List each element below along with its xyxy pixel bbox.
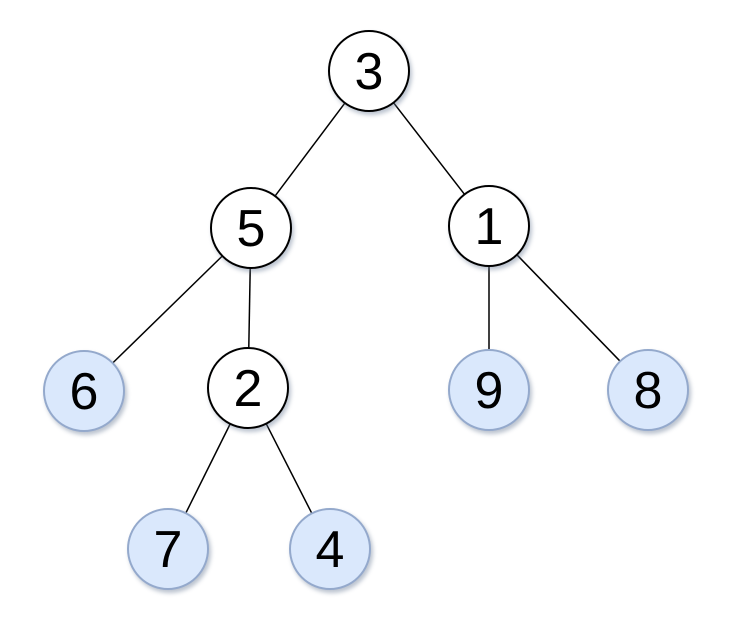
leaf-node-circle[interactable]: [289, 508, 371, 590]
leaf-node-circle[interactable]: [127, 508, 209, 590]
tree-edge-3-1: [393, 102, 465, 195]
node-label: 1: [475, 198, 504, 256]
nodes-layer: 3 5 1 6 2 9 8 7 4: [43, 30, 689, 590]
leaf-node-circle[interactable]: [448, 349, 530, 431]
tree-edge-2-7: [185, 424, 231, 513]
internal-node-circle[interactable]: [210, 187, 292, 269]
tree-edge-5-6: [112, 255, 223, 364]
internal-node-circle[interactable]: [328, 30, 410, 112]
tree-node-4[interactable]: 4: [289, 508, 371, 590]
node-label: 7: [154, 521, 183, 579]
tree-node-1[interactable]: 1: [448, 185, 530, 267]
tree-edge-3-5: [274, 103, 346, 196]
tree-node-7[interactable]: 7: [127, 508, 209, 590]
tree-edge-5-2: [248, 268, 251, 348]
tree-node-6[interactable]: 6: [43, 350, 125, 432]
node-label: 4: [316, 521, 345, 579]
tree-node-2[interactable]: 2: [207, 347, 289, 429]
edges-layer: [112, 102, 621, 514]
node-label: 3: [355, 43, 384, 101]
tree-node-3[interactable]: 3: [328, 30, 410, 112]
tree-node-8[interactable]: 8: [607, 349, 689, 431]
tree-node-9[interactable]: 9: [448, 349, 530, 431]
node-label: 8: [634, 362, 663, 420]
internal-node-circle[interactable]: [207, 347, 289, 429]
leaf-node-circle[interactable]: [43, 350, 125, 432]
internal-node-circle[interactable]: [448, 185, 530, 267]
leaf-node-circle[interactable]: [607, 349, 689, 431]
tree-edge-2-4: [265, 423, 313, 514]
tree-node-5[interactable]: 5: [210, 187, 292, 269]
tree-edge-1-8: [516, 254, 621, 362]
node-label: 9: [475, 362, 504, 420]
node-label: 2: [234, 360, 263, 418]
node-label: 6: [70, 363, 99, 421]
node-label: 5: [237, 200, 266, 258]
